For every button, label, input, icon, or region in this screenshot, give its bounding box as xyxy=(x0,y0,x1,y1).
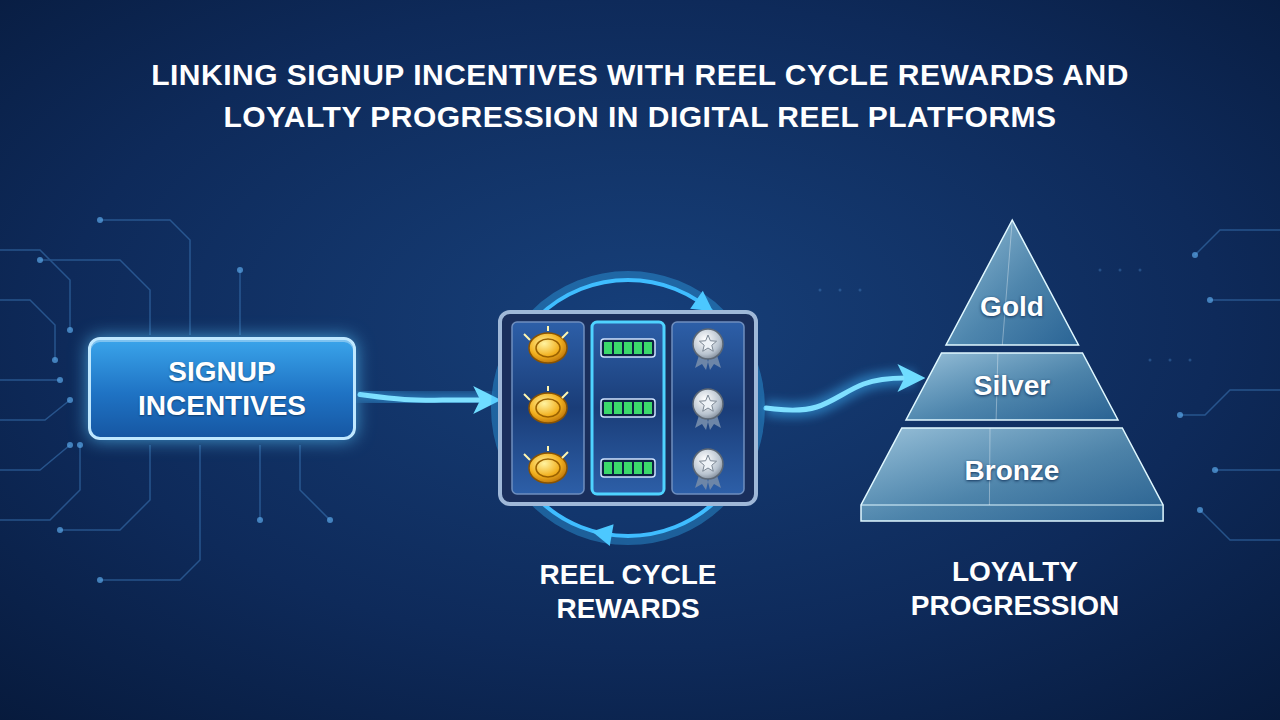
tier-facet xyxy=(1002,220,1012,345)
circuit-lines xyxy=(0,220,1280,580)
tier-shape xyxy=(946,220,1079,345)
cycle-ring xyxy=(500,280,756,536)
progress-bar xyxy=(601,459,655,477)
coin-icon xyxy=(524,386,568,423)
reel-column xyxy=(512,322,584,494)
box-label: SIGNUP INCENTIVES xyxy=(117,355,327,423)
diagram-title: LINKING SIGNUP INCENTIVES WITH REEL CYCL… xyxy=(110,54,1170,138)
tier-label: Silver xyxy=(974,370,1050,402)
label-slot: LOYALTY PROGRESSION xyxy=(850,555,1180,623)
tier-fill xyxy=(861,428,1163,521)
node-heading: REEL CYCLE REWARDS xyxy=(513,558,743,626)
pyramid-tier: Bronze xyxy=(861,428,1163,521)
circuit-dots xyxy=(37,217,1218,583)
cycle-arrowhead xyxy=(590,521,614,546)
coin-icon xyxy=(524,326,568,363)
node-heading: LOYALTY PROGRESSION xyxy=(895,555,1135,623)
tier-fill xyxy=(946,220,1079,345)
process-box: SIGNUP INCENTIVES xyxy=(88,337,356,440)
pyramid-tier: Silver xyxy=(906,353,1118,420)
reel-column xyxy=(592,322,664,494)
label-slot: REEL CYCLE REWARDS xyxy=(468,558,788,626)
tier-edge xyxy=(861,504,1163,505)
edge-glow xyxy=(360,395,490,401)
pyramid-tier: Gold xyxy=(946,220,1079,345)
loyalty-pyramid: GoldSilverBronzeLOYALTY PROGRESSION xyxy=(850,215,1180,615)
flow-arrow xyxy=(360,395,490,401)
edge-glow xyxy=(766,378,914,410)
tier-fill xyxy=(906,353,1118,420)
reel-column xyxy=(672,322,744,494)
progress-bar xyxy=(601,399,655,417)
medal-icon xyxy=(693,449,723,490)
reel-cycle: REEL CYCLE REWARDS xyxy=(468,275,788,620)
ring-glow xyxy=(496,276,760,540)
coin-icon xyxy=(524,446,568,483)
progress-bar xyxy=(601,339,655,357)
medal-icon xyxy=(693,329,723,370)
tier-label: Gold xyxy=(980,291,1044,323)
slot-frame xyxy=(500,312,756,504)
tier-label: Bronze xyxy=(965,455,1060,487)
flow-arrow xyxy=(766,378,914,410)
medal-icon xyxy=(693,389,723,430)
